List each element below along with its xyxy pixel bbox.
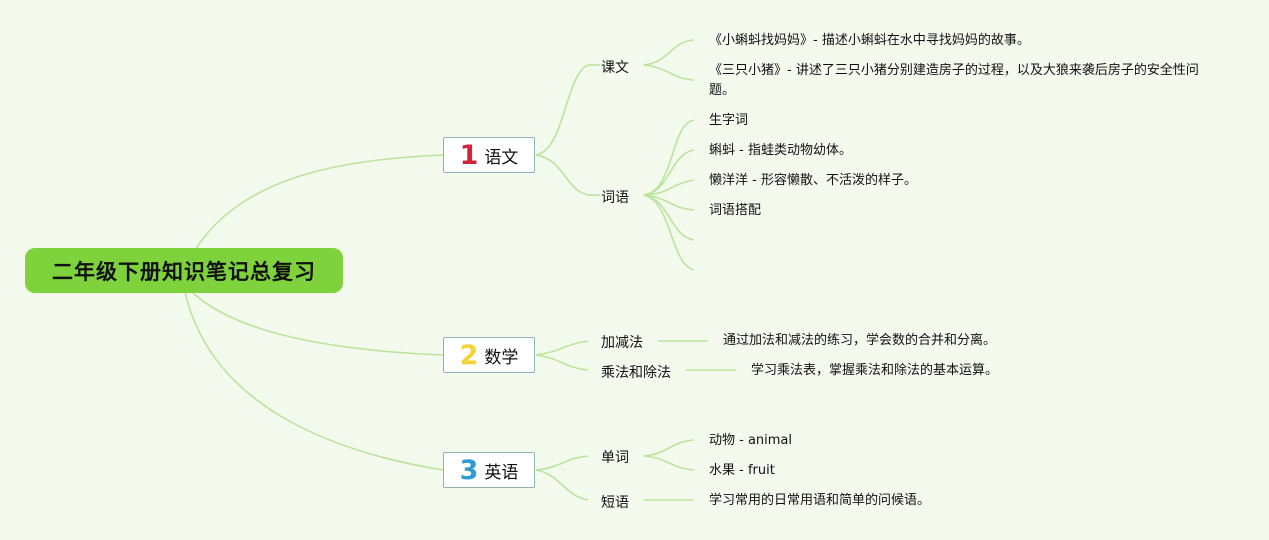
- leaf-node[interactable]: 动物 - animal: [709, 433, 793, 448]
- leaf-node[interactable]: 懒洋洋 - 形容懒散、不活泼的样子。: [709, 173, 917, 188]
- link-kewen-leaf-2: [643, 64, 695, 81]
- sub-node-duanyu[interactable]: 短语: [601, 495, 629, 511]
- link-b1-sub-kewen: [535, 64, 589, 156]
- root-node[interactable]: 二年级下册知识笔记总复习: [25, 248, 343, 293]
- branch-number: 1: [459, 139, 479, 171]
- leaf-node[interactable]: 通过加法和减法的练习，学会数的合并和分离。: [723, 333, 997, 348]
- leaf-node[interactable]: 学习乘法表，掌握乘法和除法的基本运算。: [751, 363, 999, 378]
- leaf-node[interactable]: 《三只小猪》- 讲述了三只小猪分别建造房子的过程，以及大狼来袭后房子的安全性问题…: [709, 63, 1199, 98]
- sub-node-kewen[interactable]: 课文: [601, 60, 629, 76]
- sub-node-danci[interactable]: 单词: [601, 450, 629, 466]
- link-b2-sub-chengchu: [535, 354, 589, 371]
- link-b3-sub-danci: [535, 455, 589, 471]
- leaf-node[interactable]: 《小蝌蚪找妈妈》- 描述小蝌蚪在水中寻找妈妈的故事。: [709, 33, 1030, 48]
- leaf-node[interactable]: 学习常用的日常用语和简单的问候语。: [709, 493, 931, 508]
- branch-label: 数学: [484, 347, 519, 368]
- branch-number: 3: [459, 454, 479, 486]
- link-danci-leaf-2: [643, 455, 695, 471]
- link-ciyu-leaf-3: [643, 179, 695, 196]
- sub-node-chengchufa[interactable]: 乘法和除法: [601, 365, 671, 381]
- branch-english[interactable]: 3 英语: [443, 452, 535, 488]
- leaf-node[interactable]: 水果 - fruit: [709, 463, 775, 478]
- link-ciyu-leaf-1: [643, 119, 695, 196]
- link-b1-sub-ciyu: [535, 154, 589, 196]
- sub-node-jiajianfa[interactable]: 加减法: [601, 335, 643, 351]
- link-kewen-leaf-1: [643, 39, 695, 66]
- leaf-node[interactable]: 词语搭配: [709, 203, 762, 218]
- link-ciyu-leaf-2: [643, 149, 695, 196]
- link-root-branch-3: [184, 291, 444, 471]
- leaf-node[interactable]: 蝌蚪 - 指蛙类动物幼体。: [709, 143, 852, 158]
- branch-chinese[interactable]: 1 语文: [443, 137, 535, 173]
- link-ciyu-leaf-6: [643, 194, 695, 271]
- branch-number: 2: [459, 339, 479, 371]
- branch-math[interactable]: 2 数学: [443, 337, 535, 373]
- link-b3-sub-duanyu: [535, 469, 589, 501]
- link-root-branch-2: [189, 289, 444, 356]
- link-root-branch-1: [194, 154, 444, 251]
- sub-node-ciyu[interactable]: 词语: [601, 190, 629, 206]
- branch-label: 语文: [484, 147, 519, 168]
- link-b2-sub-jiajian: [535, 340, 589, 356]
- link-danci-leaf-1: [643, 439, 695, 457]
- branch-label: 英语: [484, 462, 519, 483]
- leaf-node[interactable]: 生字词: [709, 113, 749, 128]
